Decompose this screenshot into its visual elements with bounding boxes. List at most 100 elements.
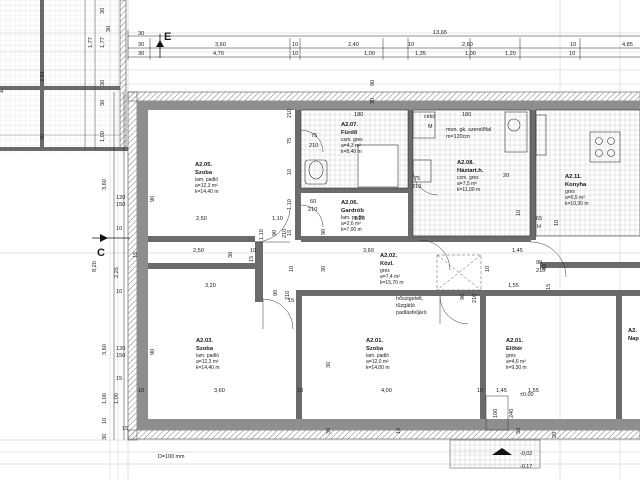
dim-label: 210 <box>309 143 318 149</box>
dim-label: 10 <box>554 220 560 226</box>
dim-label: 1,00 <box>114 393 120 404</box>
dim-label: 30 <box>138 31 144 37</box>
dim-label: 90 <box>272 230 278 236</box>
room-name: Szoba <box>366 346 384 352</box>
dim-label: 2,25 <box>114 267 120 278</box>
dim-label: 10 <box>287 169 293 175</box>
dim-label: 1,00 <box>364 51 375 57</box>
dim-label: 10 <box>250 248 256 254</box>
dim-label: 60 <box>542 264 548 270</box>
room-area: a=4,6 m² <box>506 359 526 365</box>
dim-overall: 13,65 <box>433 30 447 36</box>
room-a209: A2. Nap <box>628 328 639 342</box>
building-walls <box>127 91 640 441</box>
dim-label: 15 <box>116 376 122 382</box>
room-name: Előtér <box>506 346 523 352</box>
dim-label: 1,77 <box>100 37 106 48</box>
dim-label: 20 <box>503 173 509 179</box>
room-floor: csm. gres <box>457 175 479 181</box>
room-id: A2.03. <box>196 338 213 344</box>
room-id: A2.07. <box>341 122 358 128</box>
note-level3: -0,17 <box>520 464 532 470</box>
dim-label: 210 <box>308 207 317 213</box>
dim-label: 10 <box>102 418 108 424</box>
room-perimeter: k=14,00 m <box>366 365 390 371</box>
dim-label: 30 <box>102 434 108 440</box>
dim-label: 1,20 <box>354 216 365 222</box>
dim-label: 1,77 <box>88 37 94 48</box>
dim-label: 210 <box>282 229 288 238</box>
room-a201: A2.01. Szoba lam. padló a=12,0 m² k=14,0… <box>366 338 390 371</box>
room-id: A2.02. <box>380 253 397 259</box>
dim-label: 210 <box>285 291 291 300</box>
left-dims: 3,60 120 150 10 8,20 2,25 10 3,60 120 15… <box>92 179 125 440</box>
dim-label: 90 <box>321 229 327 235</box>
note-hoszig3: padlásfeljáró <box>396 310 427 316</box>
dim-label: 90 <box>273 290 279 296</box>
dim-label: 30 <box>516 428 522 434</box>
dim-label: 90 <box>150 196 156 202</box>
entrance-steps <box>449 395 541 469</box>
bathroom-fixtures <box>300 109 640 237</box>
left-fragment <box>0 0 128 155</box>
room-id: A2. <box>628 328 637 334</box>
dim-label: 210 <box>287 109 293 118</box>
note-hoszig1: hőszigetelt, <box>396 296 424 302</box>
room-area: a=12,0 m² <box>366 359 389 365</box>
dim-label: 90 <box>460 294 466 300</box>
dim-label: 120 <box>116 195 125 201</box>
dim-label: 10 <box>138 388 144 394</box>
room-name: Szoba <box>196 346 214 352</box>
dim-label: 10 <box>292 51 298 57</box>
dim-label: 10 <box>408 42 414 48</box>
dim-label: 1,10 <box>287 199 293 210</box>
dim-label: 1,20 <box>505 51 516 57</box>
dim-label: 3,60 <box>102 179 108 190</box>
dim-label: 4,00 <box>381 388 392 394</box>
dim-label: 15 <box>288 298 294 304</box>
dim-label: 60 <box>310 199 316 205</box>
note-hoszig2: tűzgátló <box>396 303 415 309</box>
dim-label: 75 <box>311 133 317 139</box>
dim-label: 3,60 <box>102 344 108 355</box>
dim-label: 1,55 <box>508 283 519 289</box>
room-perimeter: k=15,70 m <box>380 280 404 286</box>
dim-label: 10 <box>477 388 483 394</box>
top-dims: 13,65 30 30 3,60 10 2,40 10 2,60 10 4,85… <box>138 30 633 57</box>
room-name: Nap <box>628 336 639 342</box>
room-floor: lam. padló <box>195 177 218 183</box>
dim-label: 100 <box>493 409 499 418</box>
dim-label: 90 <box>536 260 542 266</box>
section-marker-e: E <box>156 31 171 58</box>
room-perimeter: k=10,30 m <box>565 201 589 207</box>
dim-label: 2,50 <box>196 216 207 222</box>
dim-label: 210 <box>472 294 478 303</box>
room-floor: csm. gres <box>341 137 363 143</box>
note-level2: -0,02 <box>520 451 532 457</box>
left-fragment-dims: 1,77 1,77 30 30 2,81 30 30 30 1,00 4 <box>0 8 112 142</box>
section-marker-c: C <box>92 234 130 259</box>
room-a204: A2.01. Előtér gres a=4,6 m² k=9,30 m <box>506 338 527 371</box>
dim-label: 30 <box>370 98 376 104</box>
room-area: a=4,3 m² <box>341 143 361 149</box>
dim-label: 10 <box>570 42 576 48</box>
room-id: A2.06. <box>341 200 358 206</box>
dim-label: 30 <box>326 428 332 434</box>
dim-label: 4 <box>0 89 3 95</box>
note-wall-d: D=100 mm <box>158 454 185 460</box>
room-perimeter: k=14,40 m <box>195 189 219 195</box>
dim-label: 15 <box>249 256 255 262</box>
dim-label: 30 <box>40 134 46 140</box>
dim-label: 3,60 <box>214 388 225 394</box>
room-area: a=2,6 m² <box>341 221 361 227</box>
dim-label: 20 <box>552 432 558 438</box>
dim-label: 2,50 <box>193 248 204 254</box>
room-perimeter: k=9,30 m <box>506 365 527 371</box>
dim-label: 15 <box>133 252 139 258</box>
dim-label: 3,20 <box>205 283 216 289</box>
dim-label: 2,40 <box>348 42 359 48</box>
dim-label: 8,20 <box>92 261 98 272</box>
room-area: a=12,3 m² <box>195 183 218 189</box>
dim-label: 1,10 <box>259 229 265 240</box>
dim-label: 1,00 <box>465 51 476 57</box>
